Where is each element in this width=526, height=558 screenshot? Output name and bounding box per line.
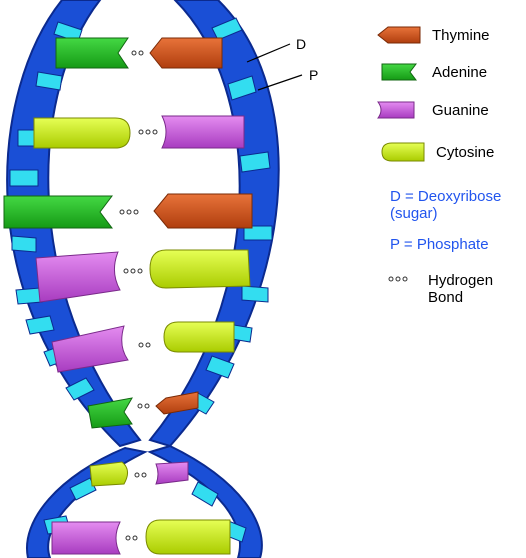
hydrogen-bond-label-line1: Hydrogen (428, 272, 493, 289)
cytosine-base (150, 250, 250, 288)
cytosine-base (164, 322, 234, 352)
p-label: P (309, 67, 318, 83)
legend-adenine-label: Adenine (432, 64, 487, 81)
cytosine-base (34, 118, 130, 148)
hydrogen-bond-icon (389, 277, 407, 281)
legend-thymine-label: Thymine (432, 27, 490, 44)
guanine-base (52, 522, 120, 554)
base-pair-7 (90, 462, 188, 486)
legend-guanine-icon (378, 102, 414, 118)
cytosine-base (146, 520, 230, 554)
guanine-base (156, 462, 188, 484)
legend: Thymine Adenine Guanine Cytosine D = Deo… (378, 27, 501, 306)
phosphate-note: P = Phosphate (390, 236, 489, 253)
legend-thymine-icon (378, 27, 420, 43)
cytosine-base (90, 462, 128, 486)
thymine-base (150, 38, 222, 68)
base-pair-4 (36, 250, 250, 302)
d-label: D (296, 36, 306, 52)
base-pair-1 (56, 38, 222, 68)
hydrogen-bond-label-line2: Bond (428, 289, 463, 306)
adenine-base (4, 196, 112, 228)
deoxyribose-note-line2: (sugar) (390, 205, 438, 222)
legend-cytosine-label: Cytosine (436, 144, 494, 161)
base-pair-2 (34, 116, 244, 148)
guanine-base (36, 252, 120, 302)
base-pair-8 (52, 520, 230, 554)
thymine-base (154, 194, 252, 228)
deoxyribose-note-line1: D = Deoxyribose (390, 188, 501, 205)
legend-guanine-label: Guanine (432, 102, 489, 119)
legend-adenine-icon (382, 64, 416, 80)
adenine-base (56, 38, 128, 68)
legend-cytosine-icon (382, 143, 424, 161)
guanine-base (162, 116, 244, 148)
base-pair-3 (4, 194, 252, 228)
